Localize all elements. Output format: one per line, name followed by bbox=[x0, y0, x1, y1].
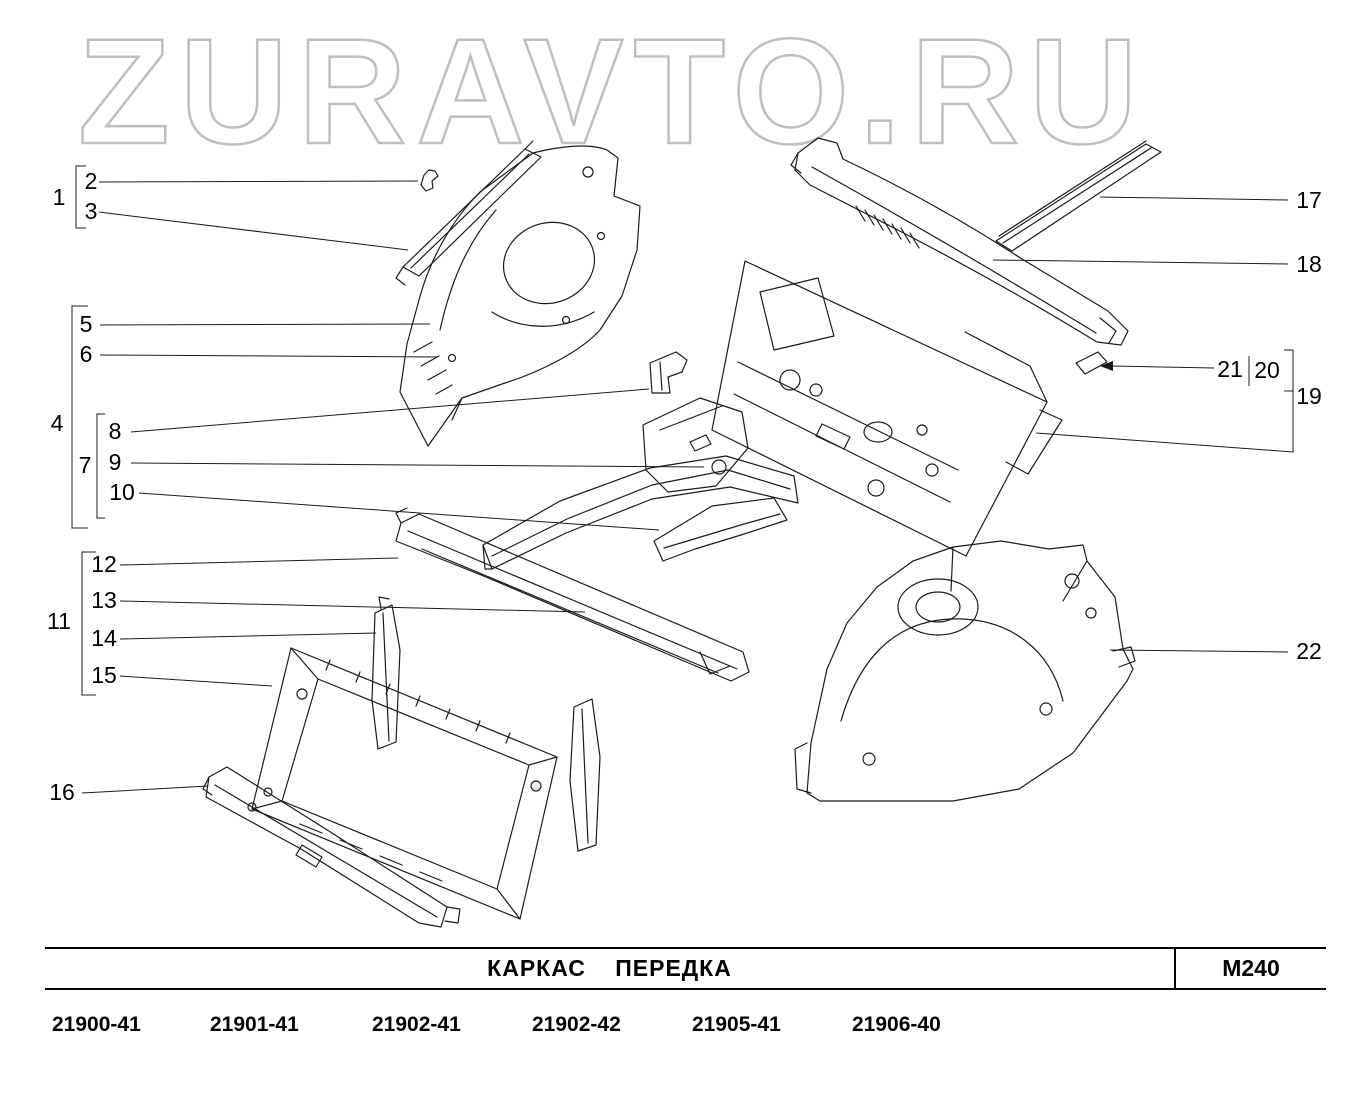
leader-5 bbox=[99, 323, 431, 326]
part-12-13-upper-crossmember bbox=[395, 507, 750, 682]
part-17-cowl-strip bbox=[995, 140, 1162, 252]
part-22-wheelhouse bbox=[794, 540, 1136, 802]
callout-9: 9 bbox=[108, 449, 122, 475]
callout-10: 10 bbox=[109, 479, 135, 505]
part-9-connector-bracket bbox=[642, 397, 749, 493]
callout-14: 14 bbox=[91, 625, 117, 651]
model-number-6: 21906-40 bbox=[852, 1013, 941, 1036]
part-side-post-right bbox=[569, 698, 601, 852]
leader-15 bbox=[119, 675, 273, 687]
title-bar: КАРКАС ПЕРЕДКА M240 bbox=[45, 947, 1326, 990]
callout-11: 11 bbox=[47, 608, 71, 634]
leader-22 bbox=[1109, 649, 1289, 653]
model-number-5: 21905-41 bbox=[692, 1013, 781, 1036]
title-cell: КАРКАС ПЕРЕДКА bbox=[45, 955, 1174, 982]
callout-17: 17 bbox=[1296, 187, 1322, 213]
leader-9 bbox=[130, 462, 705, 468]
leader-lines bbox=[71, 165, 1294, 794]
leader-21-arrowhead bbox=[1100, 361, 1113, 371]
callout-2: 2 bbox=[84, 168, 98, 194]
leader-17 bbox=[1099, 196, 1289, 201]
part-19-20-dash-panel bbox=[711, 260, 1063, 557]
leader-19 bbox=[1035, 391, 1294, 453]
callout-4: 4 bbox=[50, 410, 64, 436]
model-number-4: 21902-42 bbox=[532, 1013, 621, 1036]
callout-21: 21 bbox=[1217, 356, 1243, 382]
part-18-cowl-panel bbox=[790, 137, 1129, 346]
part-8-bracket bbox=[649, 351, 688, 394]
callout-12: 12 bbox=[91, 551, 117, 577]
leader-21 bbox=[1112, 365, 1215, 369]
callout-1: 1 bbox=[52, 184, 66, 210]
callout-6: 6 bbox=[79, 341, 93, 367]
callout-19: 19 bbox=[1296, 383, 1322, 409]
callout-20: 20 bbox=[1254, 357, 1280, 383]
leader-16 bbox=[81, 785, 209, 794]
leader-6 bbox=[99, 354, 438, 358]
bracket-11 bbox=[81, 551, 96, 696]
part-16-lower-crossmember bbox=[202, 766, 461, 928]
bracket-4 bbox=[71, 305, 88, 529]
callout-22: 22 bbox=[1296, 638, 1322, 664]
callout-15: 15 bbox=[91, 662, 117, 688]
leader-14 bbox=[119, 632, 377, 640]
part-2-clip bbox=[420, 169, 439, 192]
code-cell: M240 bbox=[1174, 949, 1326, 988]
part-14-side-post bbox=[371, 596, 401, 750]
bracket-20 bbox=[1284, 349, 1294, 392]
callout-8: 8 bbox=[108, 418, 122, 444]
part-10-sidemember-extension bbox=[653, 497, 788, 562]
watermark-text: ZURAVTO.RU bbox=[77, 7, 1148, 175]
callout-18: 18 bbox=[1296, 251, 1322, 277]
leader-8 bbox=[130, 388, 650, 433]
callout-13: 13 bbox=[91, 587, 117, 613]
callout-16: 16 bbox=[49, 779, 75, 805]
model-number-3: 21902-41 bbox=[372, 1013, 461, 1036]
bracket-1 bbox=[75, 165, 86, 229]
leader-13 bbox=[119, 600, 586, 613]
leader-12 bbox=[119, 557, 399, 566]
drawing-title: КАРКАС ПЕРЕДКА bbox=[487, 955, 732, 981]
callout-3: 3 bbox=[84, 198, 98, 224]
drawing-code: M240 bbox=[1222, 955, 1280, 981]
part-10-sidemember bbox=[482, 455, 799, 570]
part-15-radiator-frame bbox=[251, 647, 558, 920]
leader-10 bbox=[138, 492, 660, 531]
bracket-7 bbox=[96, 413, 105, 519]
callout-7: 7 bbox=[78, 452, 92, 478]
leader-3 bbox=[98, 211, 409, 251]
callout-5: 5 bbox=[79, 311, 93, 337]
part-21-bracket bbox=[1075, 351, 1108, 375]
leader-18 bbox=[992, 259, 1289, 265]
model-number-1: 21900-41 bbox=[52, 1013, 141, 1036]
part-5-6-front-fender-apron bbox=[399, 145, 641, 447]
leader-2 bbox=[98, 180, 419, 183]
model-number-2: 21901-41 bbox=[210, 1013, 299, 1036]
